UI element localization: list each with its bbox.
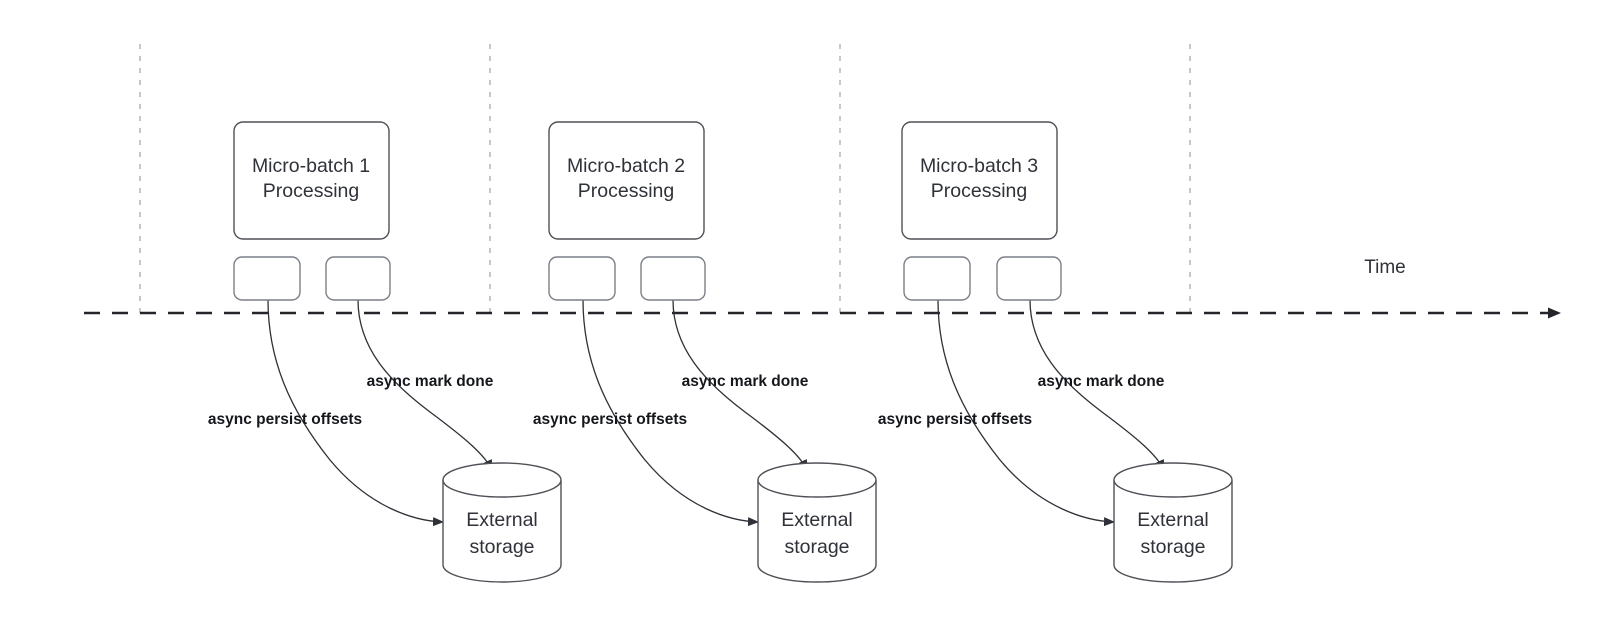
group-3-cylinder-top <box>1113 462 1233 498</box>
group-3-cylinder-body <box>1113 480 1233 583</box>
group-1-storage-label-line1: External <box>466 509 538 531</box>
group-3-storage-label-line1: External <box>1137 509 1209 531</box>
group-2-external-storage[interactable]: External storage <box>757 462 877 583</box>
group-2-persist-offsets-path <box>582 299 759 527</box>
group-1-microbatch-label-line1: Micro-batch 1 <box>252 155 370 177</box>
time-axis-label: Time <box>1364 257 1406 278</box>
group-2-storage-label-line1: External <box>781 509 853 531</box>
group-1-cylinder-body <box>442 480 562 583</box>
group-1-task-box-right[interactable] <box>325 256 391 301</box>
group-3-storage-label-line2: storage <box>1140 536 1205 558</box>
group-2: Micro-batch 2 Processing External storag… <box>533 121 877 583</box>
group-2-cylinder-body <box>757 480 877 583</box>
group-3-mark-done-label: async mark done <box>1038 373 1165 390</box>
group-3-persist-offsets-path <box>937 299 1115 527</box>
group-1-persist-offsets-path <box>267 299 444 527</box>
group-1-external-storage[interactable]: External storage <box>442 462 562 583</box>
group-2-mark-done-path <box>672 299 808 471</box>
group-1-storage-label-line2: storage <box>469 536 534 558</box>
group-2-task-box-left[interactable] <box>548 256 616 301</box>
group-3: Micro-batch 3 Processing External storag… <box>878 121 1233 583</box>
group-3-mark-done-path <box>1029 299 1165 471</box>
group-2-microbatch-label-line1: Micro-batch 2 <box>567 155 685 177</box>
group-2-microbatch-box[interactable] <box>548 121 705 240</box>
group-3-microbatch-label-line1: Micro-batch 3 <box>920 155 1038 177</box>
group-1-persist-offsets-label: async persist offsets <box>208 411 362 428</box>
group-1: Micro-batch 1 Processing External storag… <box>208 121 562 583</box>
group-2-microbatch-label-line2: Processing <box>578 180 674 202</box>
group-1-cylinder-top <box>442 462 562 498</box>
group-1-microbatch-label-line2: Processing <box>263 180 359 202</box>
group-2-storage-label-line2: storage <box>784 536 849 558</box>
group-3-microbatch-box[interactable] <box>901 121 1058 240</box>
group-1-microbatch-box[interactable] <box>233 121 390 240</box>
group-2-mark-done-label: async mark done <box>682 373 809 390</box>
group-3-task-box-right[interactable] <box>996 256 1062 301</box>
group-1-mark-done-label: async mark done <box>367 373 494 390</box>
group-1-mark-done-path <box>357 299 493 471</box>
group-3-persist-offsets-label: async persist offsets <box>878 411 1032 428</box>
group-3-microbatch-label-line2: Processing <box>931 180 1027 202</box>
group-1-task-box-left[interactable] <box>233 256 301 301</box>
group-2-persist-offsets-label: async persist offsets <box>533 411 687 428</box>
tick-marks-layer <box>139 44 1191 318</box>
group-3-task-box-left[interactable] <box>903 256 971 301</box>
group-2-task-box-right[interactable] <box>640 256 706 301</box>
group-3-external-storage[interactable]: External storage <box>1113 462 1233 583</box>
group-2-cylinder-top <box>757 462 877 498</box>
